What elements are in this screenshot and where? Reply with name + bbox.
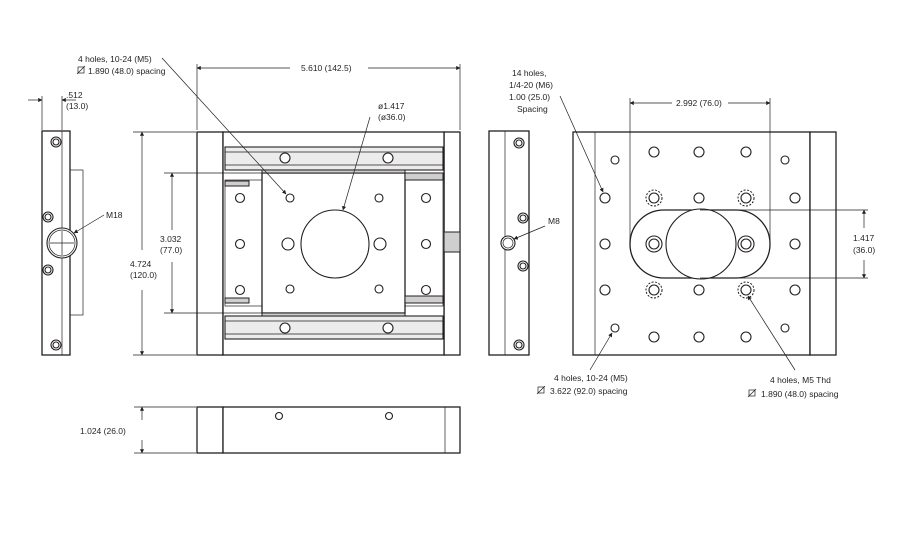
label-dim-right-1: 1.417 xyxy=(853,233,875,243)
label-bore-dia-1: ø1.417 xyxy=(378,101,405,111)
label-holes-bottom-left-2: 3.622 (92.0) spacing xyxy=(550,386,628,396)
right-side-view xyxy=(488,130,546,356)
label-holes-bottom-right-1: 4 holes, M5 Thd xyxy=(770,375,831,385)
square-dimension-icon xyxy=(748,389,756,397)
label-holes-bottom-right-2: 1.890 (48.0) spacing xyxy=(761,389,839,399)
label-side-thickness-2: (13.0) xyxy=(66,101,88,111)
label-holes-bottom-left-1: 4 holes, 10-24 (M5) xyxy=(554,373,628,383)
bottom-view xyxy=(559,95,868,371)
label-holes-14-3: 1.00 (25.0) xyxy=(509,92,550,102)
label-holes-top-left-2: 1.890 (48.0) spacing xyxy=(88,66,166,76)
label-total-height-1: 4.724 xyxy=(130,259,152,269)
square-dimension-icon xyxy=(537,386,545,394)
label-inner-height-2: (77.0) xyxy=(160,245,182,255)
label-thread-right: M8 xyxy=(548,216,560,226)
label-holes-top-left-1: 4 holes, 10-24 (M5) xyxy=(78,54,152,64)
label-dim-thickness: 1.024 (26.0) xyxy=(80,426,126,436)
label-inner-height-1: 3.032 xyxy=(160,234,182,244)
left-side-view xyxy=(28,96,105,356)
label-holes-14-2: 1/4-20 (M6) xyxy=(509,80,553,90)
label-holes-14-4: Spacing xyxy=(517,104,548,114)
label-side-thickness-1: .512 xyxy=(66,90,83,100)
label-thread-left: M18 xyxy=(106,210,123,220)
label-dim-width: 5.610 (142.5) xyxy=(301,63,352,73)
front-view xyxy=(134,406,461,454)
label-holes-14-1: 14 holes, xyxy=(512,68,547,78)
label-dim-top-right: 2.992 (76.0) xyxy=(676,98,722,108)
square-dimension-icon xyxy=(77,66,85,74)
m18-knob xyxy=(46,227,78,259)
label-dim-right-2: (36.0) xyxy=(853,245,875,255)
label-total-height-2: (120.0) xyxy=(130,270,157,280)
top-view xyxy=(133,57,461,356)
label-bore-dia-2: (ø36.0) xyxy=(378,112,406,122)
